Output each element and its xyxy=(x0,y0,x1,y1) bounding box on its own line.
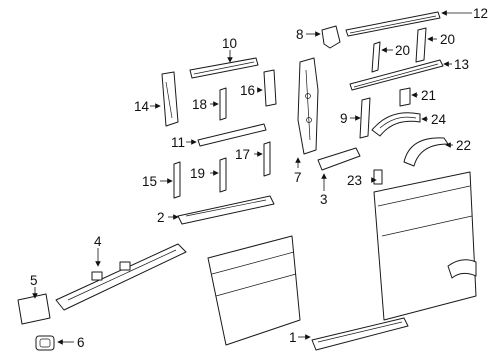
callout-19: 19 xyxy=(190,166,205,181)
callout-20b: 20 xyxy=(440,32,455,47)
callout-labels: 1 2 3 4 5 6 7 8 9 10 11 12 13 14 15 16 1… xyxy=(30,6,488,350)
callout-21: 21 xyxy=(421,88,436,103)
callout-14: 14 xyxy=(134,99,150,114)
part-22-wheelhouse xyxy=(403,137,449,167)
callout-15: 15 xyxy=(142,174,157,189)
callout-2: 2 xyxy=(157,210,165,225)
part-2-sill xyxy=(177,195,275,225)
callout-10: 10 xyxy=(222,36,237,51)
callout-7: 7 xyxy=(294,170,302,185)
part-15-post xyxy=(173,161,181,199)
part-16-bracket xyxy=(263,69,277,107)
callout-5: 5 xyxy=(30,273,38,288)
callout-16: 16 xyxy=(240,83,255,98)
part-8-bracket xyxy=(321,25,341,49)
part-3-bracket xyxy=(317,147,361,171)
part-20-post-a xyxy=(371,41,381,73)
part-21-bracket xyxy=(399,87,411,107)
part-19-post xyxy=(219,157,227,193)
part-13-rail xyxy=(349,59,444,91)
callout-9: 9 xyxy=(340,111,348,126)
part-6-plate xyxy=(35,335,55,351)
callout-4: 4 xyxy=(94,234,102,249)
part-5-bracket xyxy=(17,293,51,325)
leader-lines xyxy=(32,10,472,345)
part-20-post-b xyxy=(415,27,427,63)
callout-13: 13 xyxy=(454,57,469,72)
callout-22: 22 xyxy=(456,138,471,153)
callout-6: 6 xyxy=(77,335,85,350)
part-18-post xyxy=(219,87,227,121)
callout-8: 8 xyxy=(296,27,304,42)
part-10-rail xyxy=(189,57,259,79)
part-9-post xyxy=(359,97,371,139)
part-14-bracket xyxy=(161,71,179,127)
callout-23: 23 xyxy=(347,173,362,188)
callout-18: 18 xyxy=(192,97,207,112)
part-11-sill xyxy=(197,123,267,147)
callout-20a: 20 xyxy=(395,43,410,58)
part-4-rocker xyxy=(55,243,187,311)
part-23-tag xyxy=(373,169,383,185)
callout-3: 3 xyxy=(320,192,328,207)
right-side-panel xyxy=(373,171,477,321)
callout-17: 17 xyxy=(235,147,250,162)
part-12-upper-rail xyxy=(345,11,441,37)
callout-24: 24 xyxy=(431,112,447,127)
part-1-sill xyxy=(311,317,409,351)
callout-11: 11 xyxy=(171,135,185,150)
callout-12: 12 xyxy=(473,6,488,21)
part-17-post xyxy=(263,141,271,177)
left-side-panel xyxy=(207,235,301,346)
part-24-wheelhouse xyxy=(371,112,421,137)
callout-1: 1 xyxy=(289,330,297,345)
part-7-pillar xyxy=(297,57,319,155)
